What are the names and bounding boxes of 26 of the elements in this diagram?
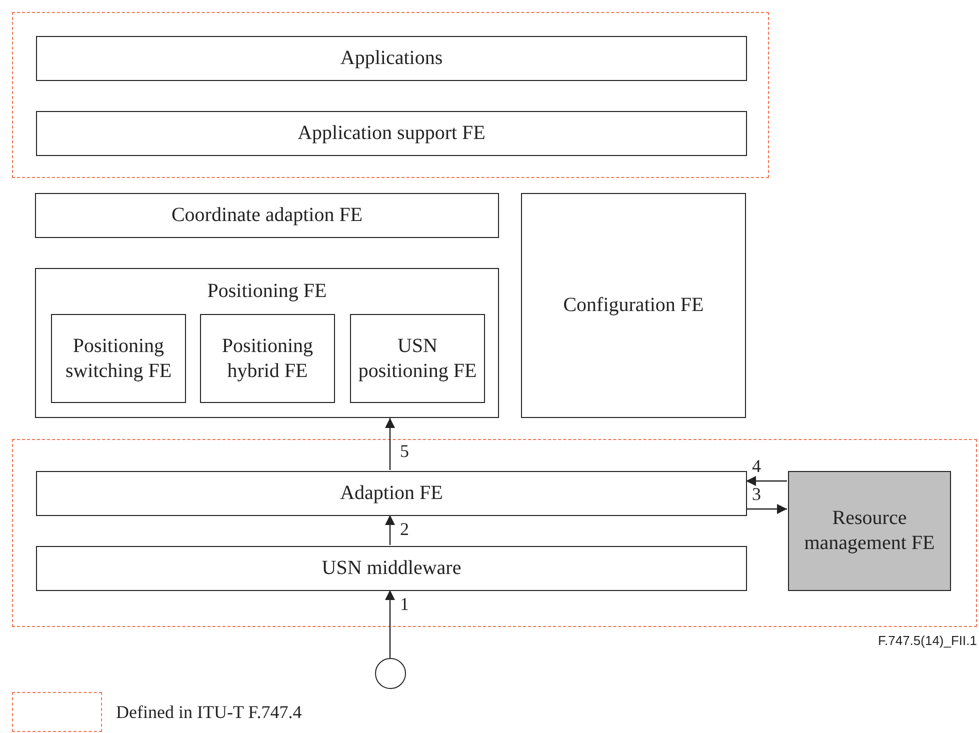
process-box: Application support FE [36, 111, 747, 156]
dashed-region [12, 12, 769, 178]
figure-id: F.747.5(14)_FII.1 [878, 632, 977, 650]
edge-label: 2 [400, 519, 409, 539]
arrow [385, 590, 395, 658]
process-box: Adaption FE [36, 471, 747, 516]
process-box: Resource management FE [788, 471, 951, 591]
edge-label: 5 [400, 441, 409, 461]
process-box: USN positioning FE [350, 314, 485, 403]
process-box: Configuration FE [521, 193, 746, 418]
arrow [746, 504, 787, 514]
arrow [385, 515, 395, 545]
edge-label: 4 [752, 456, 761, 476]
process-box: USN middleware [36, 546, 747, 591]
process-box: Applications [36, 36, 747, 81]
dashed-region [12, 439, 977, 627]
edge-label: 1 [400, 594, 409, 614]
arrow [385, 418, 395, 470]
process-box: Positioning hybrid FE [200, 314, 335, 403]
process-box: Coordinate adaption FE [35, 193, 499, 238]
edge-label: 3 [752, 484, 761, 504]
process-box [35, 268, 499, 418]
legend-text: Defined in ITU-T F.747.4 [116, 700, 302, 724]
arrow [746, 476, 787, 486]
process-box: Positioning switching FE [51, 314, 186, 403]
node-heading: Positioning FE [206, 279, 328, 304]
